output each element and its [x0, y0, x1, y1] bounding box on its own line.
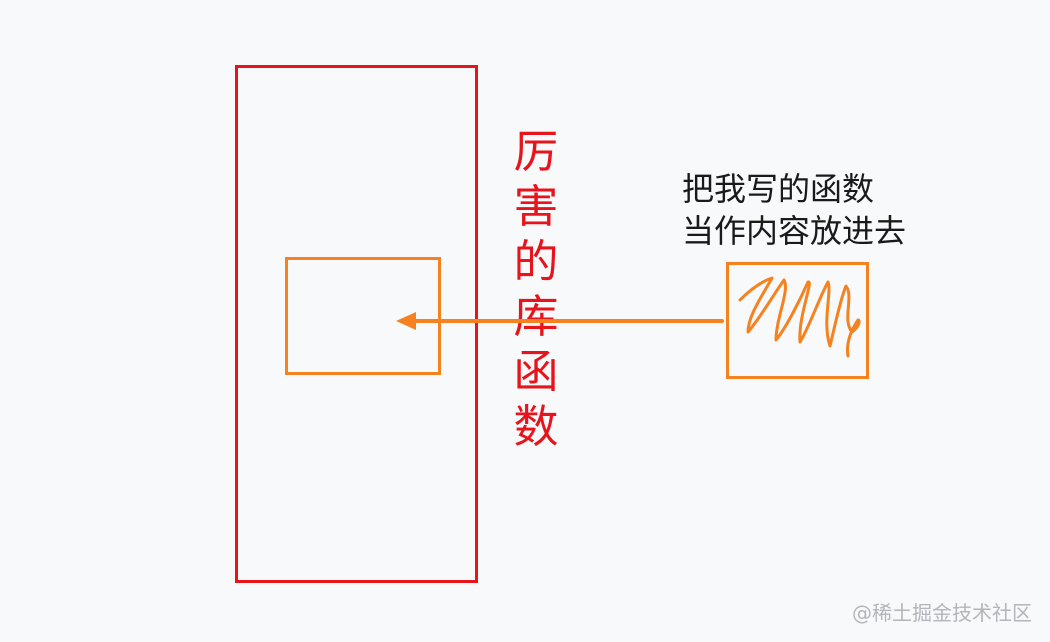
library-label-char: 库: [513, 290, 559, 343]
library-function-box: [235, 65, 478, 583]
arrow-head-icon: [396, 312, 416, 330]
callback-slot-box: [285, 257, 441, 375]
user-function-box: [726, 262, 869, 379]
watermark: @稀土掘金技术社区: [852, 601, 1032, 625]
callback-label-line: 当作内容放进去: [682, 212, 907, 250]
callback-label-line: 把我写的函数: [682, 170, 875, 208]
library-function-label: 厉 害 的 库 函 数: [508, 124, 564, 454]
callback-label: 把我写的函数 当作内容放进去: [682, 168, 906, 252]
library-label-char: 害: [513, 180, 559, 233]
scribble-icon: [738, 276, 861, 358]
library-label-char: 厉: [513, 125, 559, 178]
library-label-char: 数: [513, 400, 559, 453]
library-label-char: 的: [513, 235, 559, 288]
library-label-char: 函: [513, 345, 559, 398]
